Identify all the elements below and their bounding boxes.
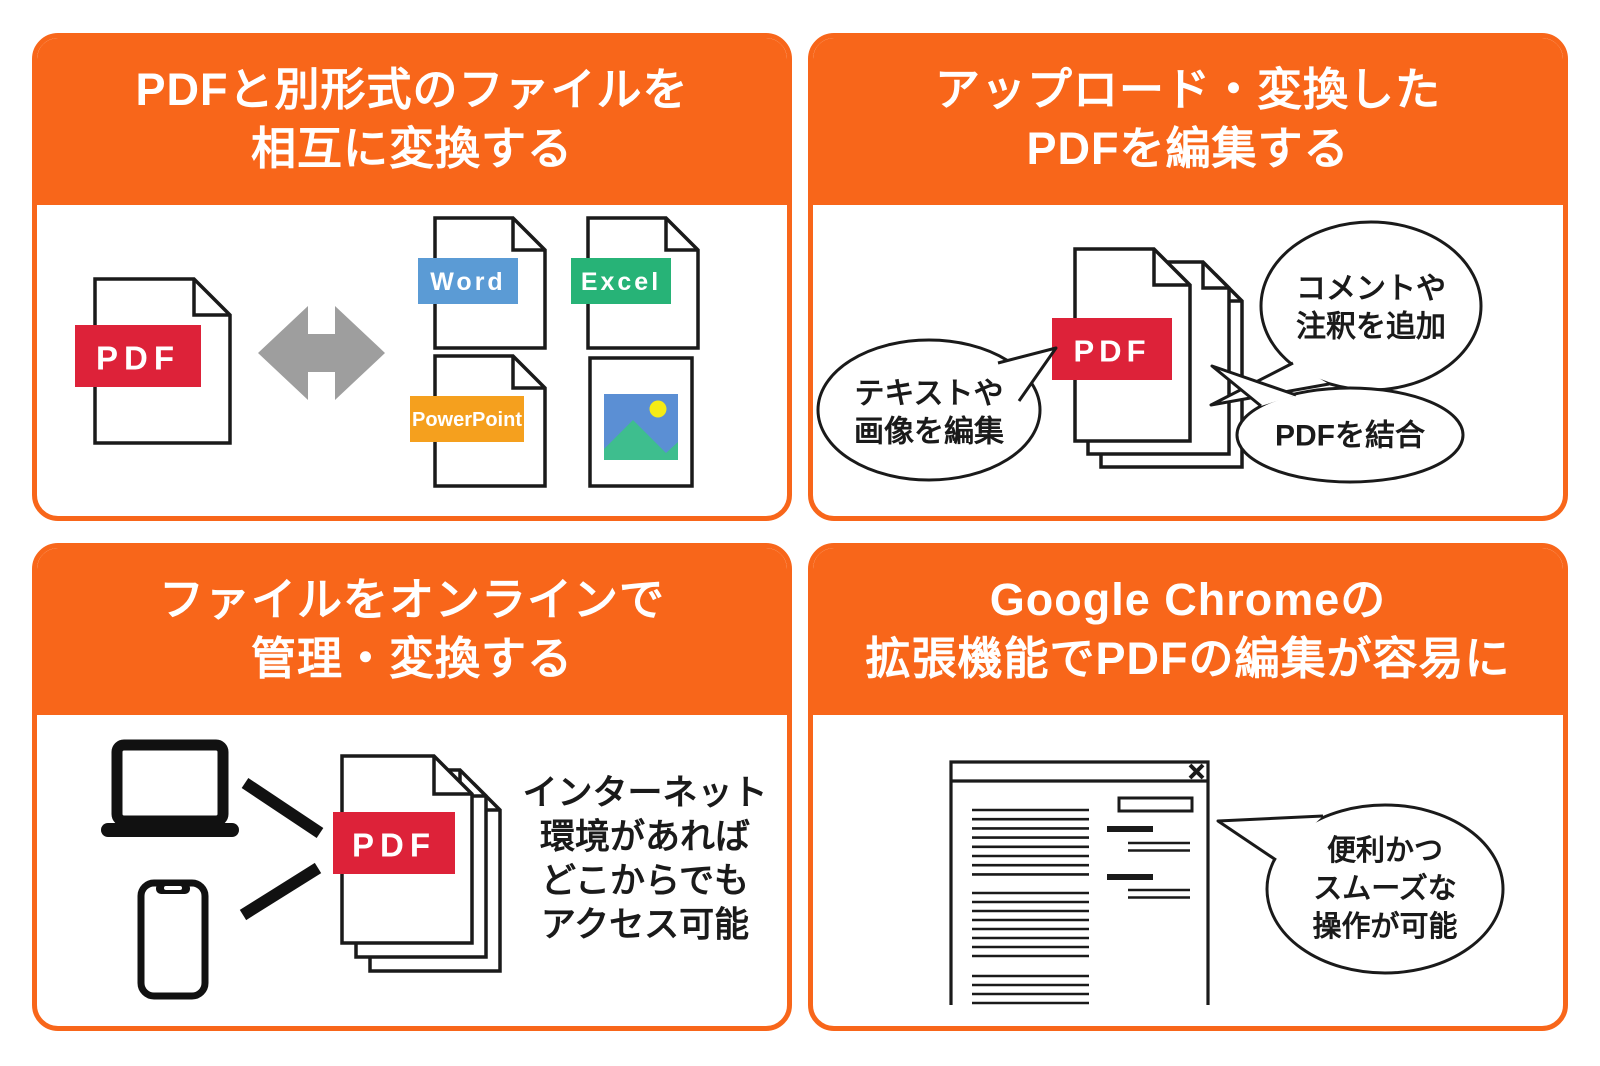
panel-convert-header: PDFと別形式のファイルを 相互に変換する bbox=[37, 38, 787, 205]
online-caption: インターネット 環境があれば どこからでも アクセス可能 bbox=[522, 774, 767, 945]
word-label-text: Word bbox=[430, 268, 505, 296]
caption-line3: どこからでも bbox=[541, 862, 749, 901]
panel-chrome: Google Chromeの 拡張機能でPDFの編集が容易に bbox=[808, 543, 1568, 1031]
pdf-stack-icon: PDF bbox=[1052, 247, 1244, 469]
smartphone-icon bbox=[137, 879, 209, 1000]
edit-illustration: PDF テキストや 画像を編集 コメントや 注釈を追加 bbox=[816, 220, 1483, 484]
pdf-label-text: PDF bbox=[96, 340, 180, 377]
laptop-icon bbox=[101, 739, 239, 837]
panel-online-body: PDF インターネット 環境があれば どこからでも アクセス可能 bbox=[37, 715, 787, 1026]
panel-edit-body: PDF テキストや 画像を編集 コメントや 注釈を追加 bbox=[813, 205, 1563, 516]
connector-line-top bbox=[241, 778, 324, 838]
chrome-illustration: 便利かつ スムーズな 操作が可能 bbox=[949, 760, 1505, 1005]
text-lines-block3 bbox=[972, 974, 1089, 1005]
bubble-top-right-line2: 注釈を追加 bbox=[1296, 310, 1446, 344]
panel-chrome-body: 便利かつ スムーズな 操作が可能 bbox=[813, 715, 1563, 1026]
caption-line2: 環境があれば bbox=[540, 818, 750, 857]
panel-chrome-title-line2: 拡張機能でPDFの編集が容易に bbox=[865, 633, 1511, 684]
bubble-bottom-right-text: PDFを結合 bbox=[1275, 419, 1425, 453]
speech-bubble-add-comments: コメントや 注釈を追加 bbox=[1209, 220, 1483, 407]
convert-illustration: PDF Word Excel bbox=[75, 216, 700, 488]
panel-edit-title-line2: PDFを編集する bbox=[1026, 123, 1350, 174]
word-document-icon: Word bbox=[418, 216, 547, 350]
powerpoint-label-text: PowerPoint bbox=[412, 409, 522, 431]
pdf-stack-icon: PDF bbox=[333, 754, 502, 973]
panel-convert-title-line1: PDFと別形式のファイルを bbox=[135, 63, 689, 115]
panel-edit-header: アップロード・変換した PDFを編集する bbox=[813, 38, 1563, 205]
pdf-label-badge bbox=[333, 812, 455, 874]
sun-shape bbox=[649, 400, 667, 418]
powerpoint-document-icon: PowerPoint bbox=[410, 354, 547, 488]
excel-document-icon: Excel bbox=[571, 216, 700, 350]
panel-online-header: ファイルをオンラインで 管理・変換する bbox=[37, 548, 787, 715]
connector-line-bottom bbox=[239, 862, 322, 921]
chrome-bubble-line1: 便利かつ bbox=[1327, 834, 1443, 867]
panel-online-title-line2: 管理・変換する bbox=[250, 633, 573, 684]
panel-online-title-line1: ファイルをオンラインで bbox=[158, 573, 665, 625]
panel-convert-title-line2: 相互に変換する bbox=[250, 123, 573, 174]
pdf-label-badge bbox=[1052, 318, 1172, 380]
pdf-label-text: PDF bbox=[1074, 334, 1151, 369]
word-label-badge bbox=[418, 258, 518, 304]
excel-label-badge bbox=[571, 258, 671, 304]
mountain-shape bbox=[604, 420, 678, 460]
speech-bubble-smooth-operation: 便利かつ スムーズな 操作が可能 bbox=[1216, 803, 1505, 975]
bubble-left-line1: テキストや bbox=[854, 378, 1003, 411]
caption-line1: インターネット bbox=[522, 774, 767, 813]
panel-convert: PDFと別形式のファイルを 相互に変換する PDF Wo bbox=[32, 33, 792, 521]
browser-window-icon bbox=[949, 760, 1210, 1005]
text-lines-block1 bbox=[972, 808, 1089, 876]
double-arrow-icon bbox=[258, 306, 385, 400]
powerpoint-label-badge bbox=[410, 396, 524, 442]
speech-bubble-edit-text: テキストや 画像を編集 bbox=[816, 338, 1058, 482]
pdf-label-badge bbox=[75, 325, 201, 387]
close-icon bbox=[1188, 763, 1205, 780]
window-button bbox=[1117, 796, 1194, 813]
panel-chrome-header: Google Chromeの 拡張機能でPDFの編集が容易に bbox=[813, 548, 1563, 715]
panel-chrome-title-line1: Google Chromeの bbox=[989, 573, 1387, 625]
online-illustration: PDF インターネット 環境があれば どこからでも アクセス可能 bbox=[101, 739, 768, 1000]
image-document-icon bbox=[588, 356, 694, 488]
pdf-label-text: PDF bbox=[352, 827, 436, 864]
bubble-top-right-line1: コメントや bbox=[1296, 273, 1446, 306]
panel-online: ファイルをオンラインで 管理・変換する bbox=[32, 543, 792, 1031]
panel-edit: アップロード・変換した PDFを編集する PDF bbox=[808, 33, 1568, 521]
panel-convert-body: PDF Word Excel bbox=[37, 205, 787, 516]
text-lines-block2 bbox=[972, 891, 1089, 958]
excel-label-text: Excel bbox=[581, 268, 661, 296]
pdf-document-icon: PDF bbox=[75, 277, 232, 445]
chrome-bubble-line3: 操作が可能 bbox=[1312, 909, 1457, 943]
chrome-bubble-line2: スムーズな bbox=[1313, 871, 1457, 905]
caption-line4: アクセス可能 bbox=[541, 906, 749, 945]
speech-bubble-merge-pdf: PDFを結合 bbox=[1210, 364, 1465, 484]
bubble-left-line2: 画像を編集 bbox=[854, 416, 1005, 449]
panel-edit-title-line1: アップロード・変換した bbox=[934, 63, 1441, 115]
